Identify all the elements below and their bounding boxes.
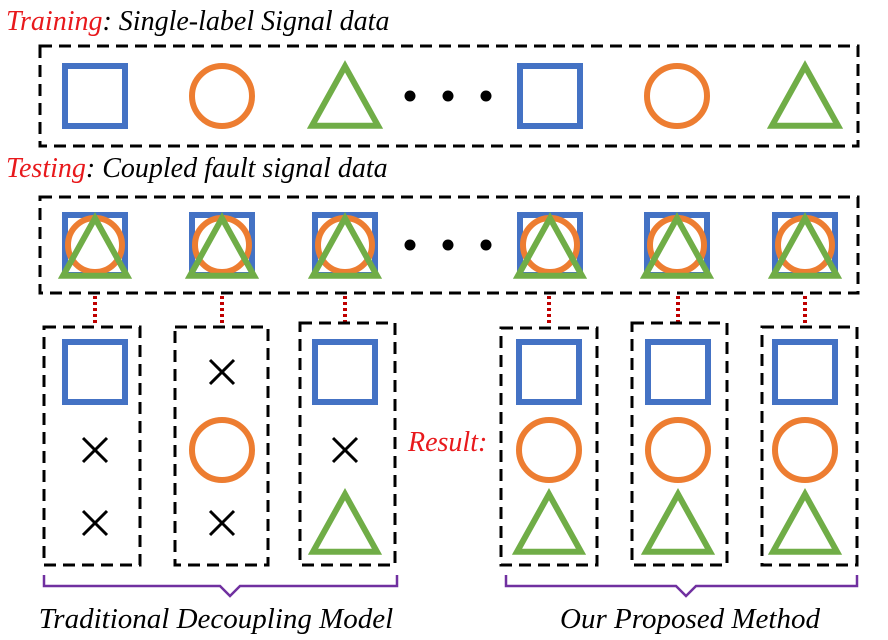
green-triangle-icon — [307, 212, 383, 279]
connectors — [93, 296, 807, 324]
green-triangle-icon — [306, 60, 384, 129]
green-triangle-icon — [766, 60, 844, 129]
green-triangle-icon — [767, 488, 843, 555]
training-title: Training: Single-label Signal data — [6, 6, 389, 37]
green-triangle-icon — [307, 488, 383, 555]
traditional-column-2 — [173, 325, 270, 567]
testing-description: : Coupled fault signal data — [86, 153, 388, 184]
result-column-frame — [499, 326, 599, 567]
proposed-brace — [504, 575, 859, 598]
testing-keyword: Testing — [6, 153, 86, 184]
training-shapes — [62, 60, 844, 129]
training-row-frame — [38, 44, 860, 148]
result-column-frame — [630, 321, 729, 567]
coupled-signal-icon — [639, 212, 715, 279]
blue-square-icon — [517, 63, 583, 129]
testing-title: Testing: Coupled fault signal data — [6, 153, 388, 184]
green-triangle-icon — [184, 212, 260, 279]
ellipsis-icon — [404, 239, 492, 251]
traditional-brace — [42, 575, 399, 598]
orange-circle-icon — [647, 215, 707, 275]
coupled-signal-icon — [767, 212, 843, 279]
proposed-caption: Our Proposed Method — [560, 603, 820, 635]
green-triangle-icon — [57, 212, 133, 279]
result-column-frame — [760, 325, 859, 567]
cross-icon — [81, 509, 109, 537]
result-columns — [499, 321, 859, 567]
cross-icon — [208, 358, 236, 386]
orange-circle-icon — [189, 63, 255, 129]
orange-circle-icon — [315, 215, 375, 275]
blue-square-icon — [62, 63, 128, 129]
traditional-column-frame — [42, 325, 142, 567]
orange-circle-icon — [192, 215, 252, 275]
training-keyword: Training — [6, 6, 102, 37]
traditional-column-1 — [42, 325, 142, 567]
coupled-signal-icon — [57, 212, 133, 279]
orange-circle-icon — [772, 417, 838, 483]
testing-row-frame — [38, 195, 860, 295]
testing-shapes — [57, 212, 843, 279]
result-column-3 — [760, 325, 859, 567]
cross-icon — [81, 436, 109, 464]
traditional-column-3 — [298, 321, 397, 567]
green-triangle-icon — [639, 212, 715, 279]
orange-circle-icon — [516, 417, 582, 483]
orange-circle-icon — [65, 215, 125, 275]
ellipsis-icon — [404, 90, 492, 102]
result-column-1 — [499, 326, 599, 567]
blue-square-icon — [772, 339, 838, 405]
coupled-signal-icon — [512, 212, 588, 279]
green-triangle-icon — [511, 488, 587, 555]
green-triangle-icon — [767, 212, 843, 279]
traditional-column-frame — [173, 325, 270, 567]
orange-circle-icon — [775, 215, 835, 275]
traditional-caption: Traditional Decoupling Model — [39, 603, 393, 635]
green-triangle-icon — [640, 488, 716, 555]
blue-square-icon — [62, 339, 128, 405]
cross-icon — [208, 509, 236, 537]
cross-icon — [331, 436, 359, 464]
blue-square-icon — [516, 339, 582, 405]
training-description: : Single-label Signal data — [102, 6, 389, 37]
coupled-signal-icon — [307, 212, 383, 279]
orange-circle-icon — [189, 417, 255, 483]
orange-circle-icon — [520, 215, 580, 275]
coupled-signal-icon — [184, 212, 260, 279]
result-column-2 — [630, 321, 729, 567]
blue-square-icon — [645, 339, 711, 405]
result-label: Result: — [407, 427, 487, 458]
blue-square-icon — [312, 339, 378, 405]
traditional-columns — [42, 321, 397, 567]
green-triangle-icon — [512, 212, 588, 279]
orange-circle-icon — [644, 63, 710, 129]
traditional-column-frame — [298, 321, 397, 567]
orange-circle-icon — [645, 417, 711, 483]
